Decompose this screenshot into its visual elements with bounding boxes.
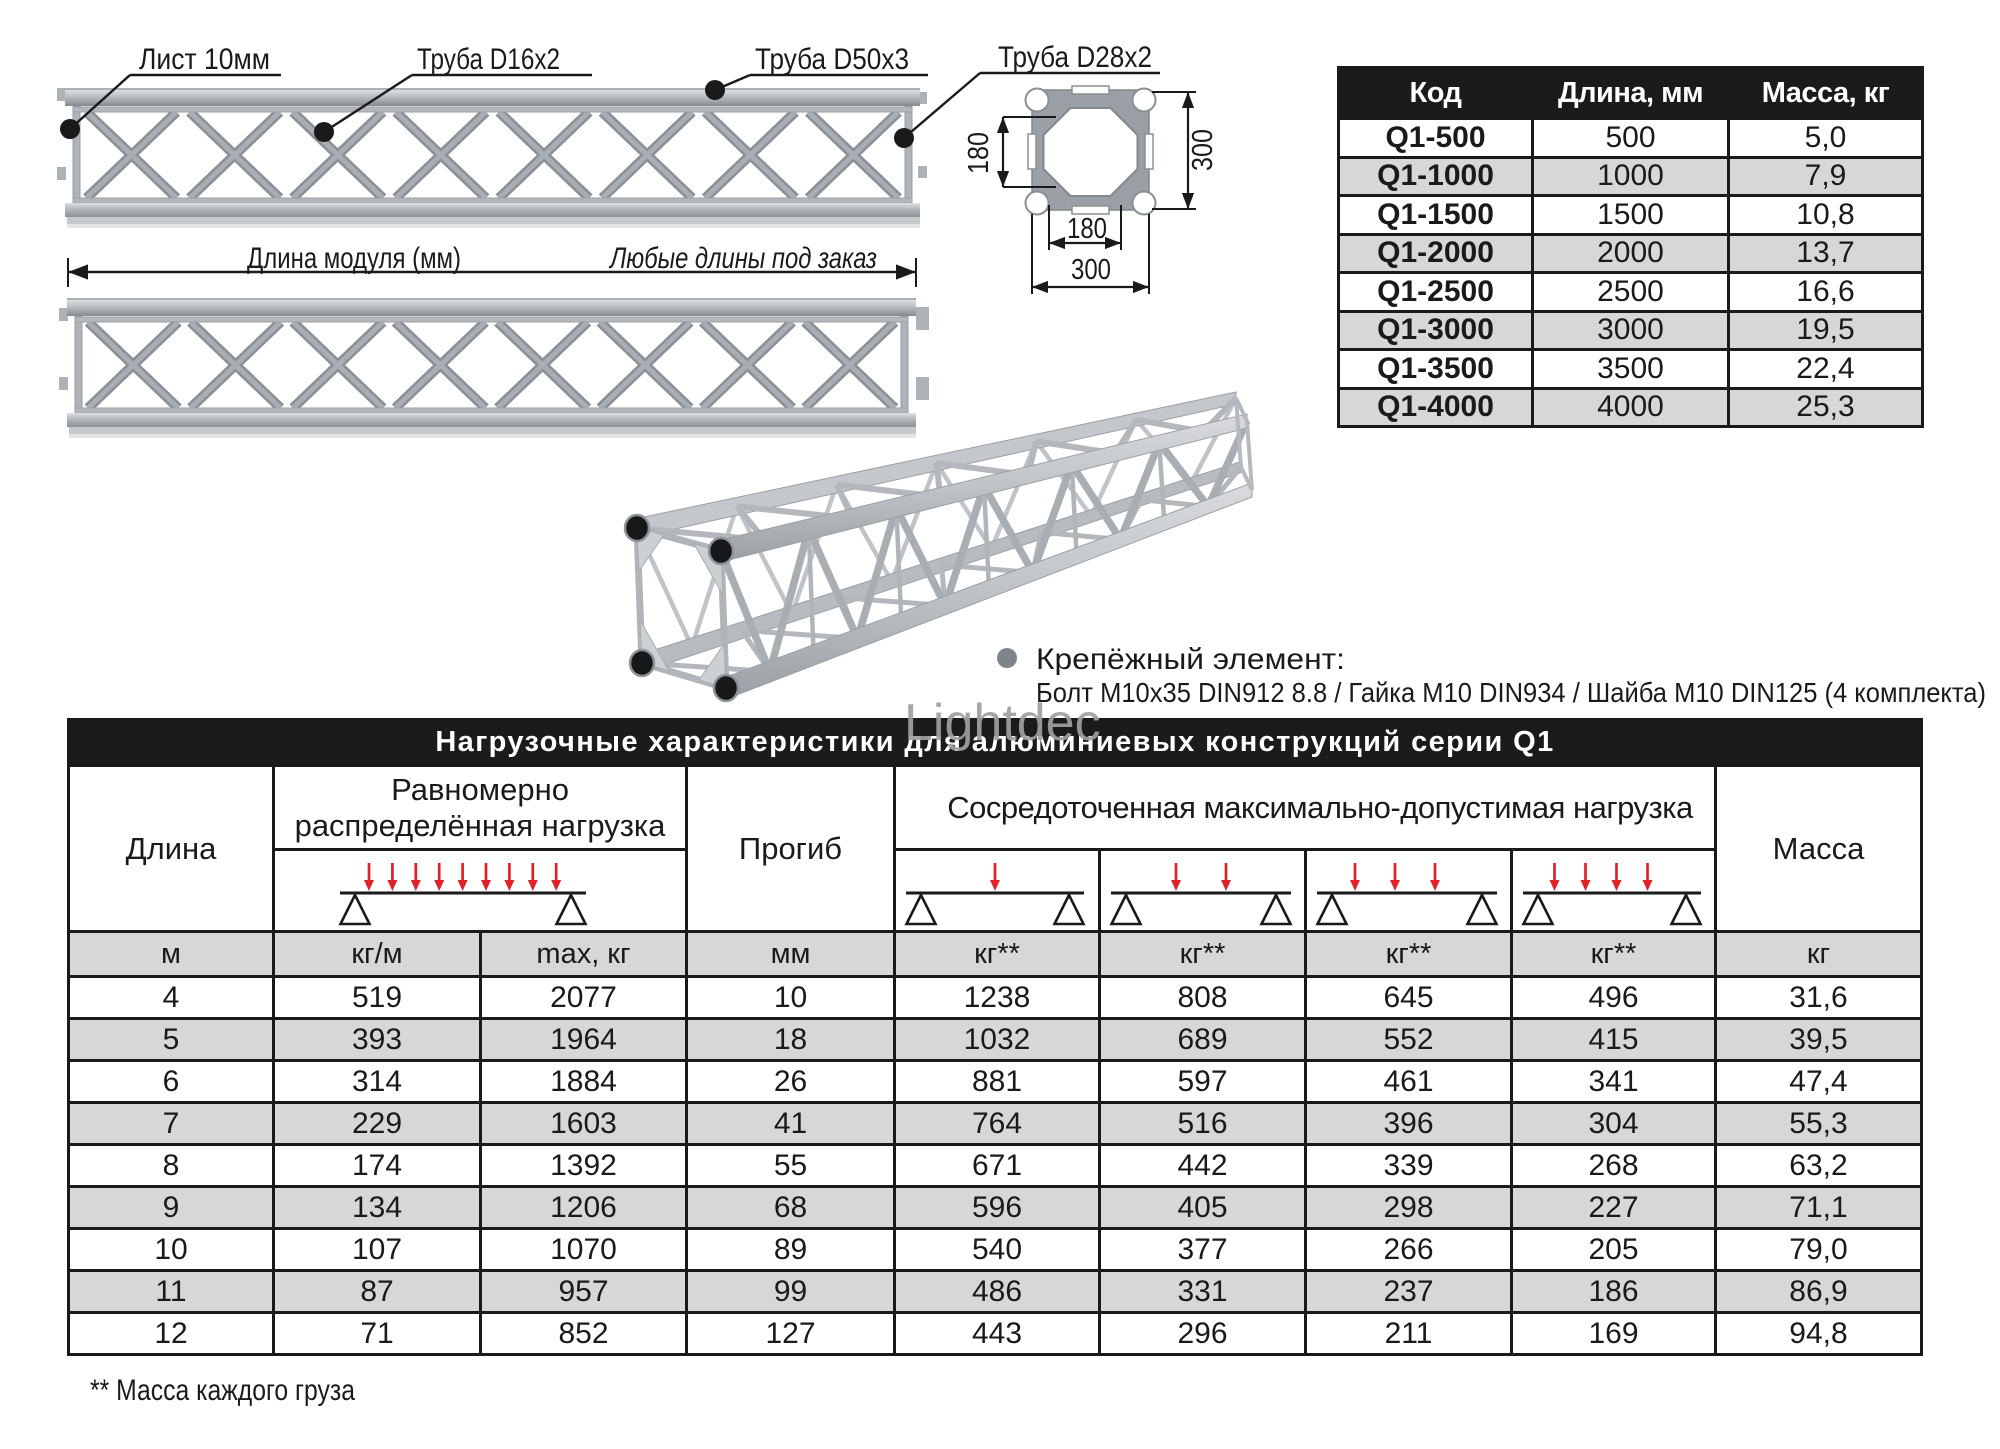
- svg-text:300: 300: [1071, 254, 1111, 286]
- svg-text:Длина модуля (мм): Длина модуля (мм): [247, 242, 461, 275]
- svg-text:Lightdec: Lightdec: [904, 694, 1101, 752]
- svg-text:** Масса каждого груза: ** Масса каждого груза: [90, 1374, 355, 1407]
- svg-text:180: 180: [1067, 213, 1107, 245]
- svg-text:Труба D16x2: Труба D16x2: [417, 43, 560, 76]
- svg-text:Болт M10x35 DIN912 8.8 / Гайка: Болт M10x35 DIN912 8.8 / Гайка M10 DIN93…: [1036, 677, 1986, 708]
- svg-text:Лист 10мм: Лист 10мм: [139, 43, 270, 76]
- svg-text:300: 300: [1187, 129, 1219, 171]
- svg-text:Крепёжный элемент:: Крепёжный элемент:: [1036, 643, 1345, 676]
- svg-text:Труба D28x2: Труба D28x2: [998, 41, 1152, 74]
- svg-text:Любые длины под заказ: Любые длины под заказ: [608, 242, 877, 275]
- svg-text:180: 180: [963, 132, 995, 174]
- svg-text:Труба D50x3: Труба D50x3: [755, 43, 909, 76]
